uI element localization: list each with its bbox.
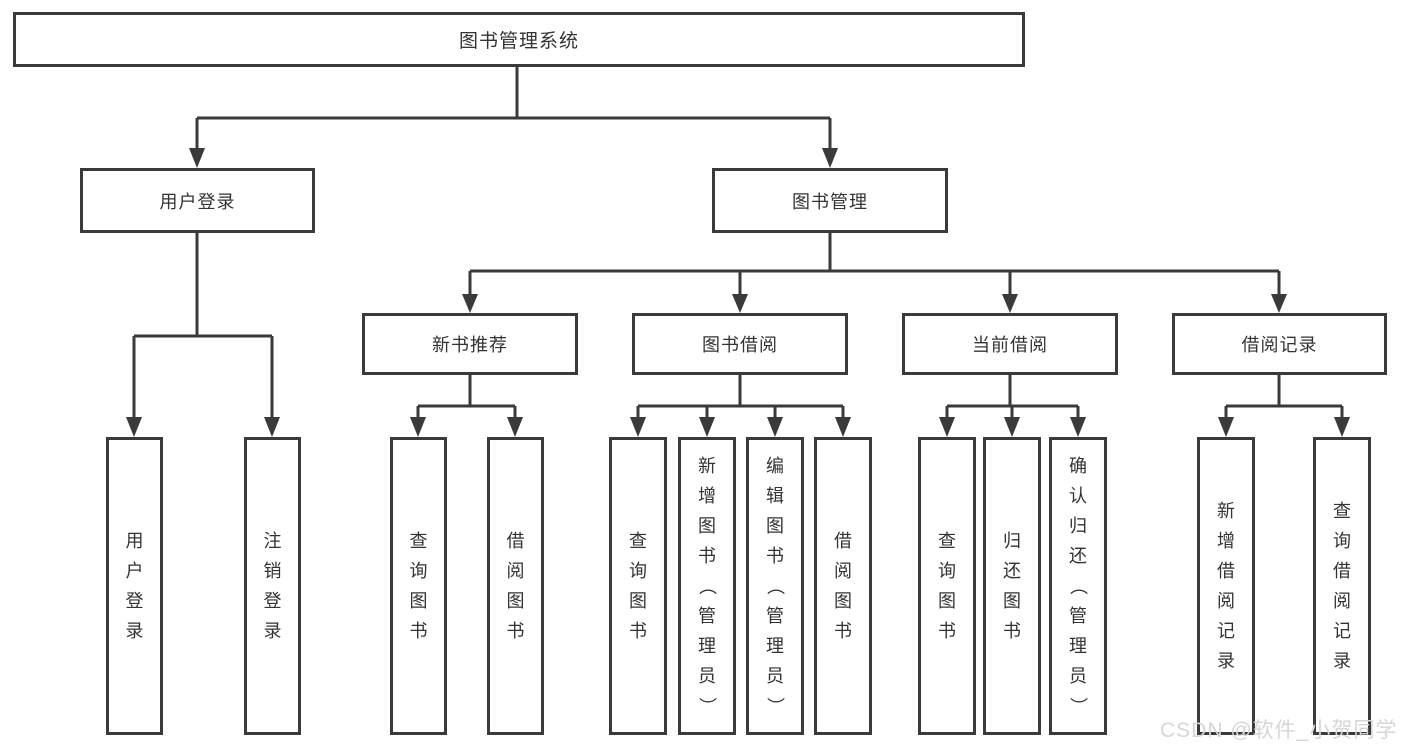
leaf-logout: 注销登录 — [244, 437, 301, 735]
arrow-down-icon — [1004, 417, 1020, 437]
arrow-down-icon — [1070, 417, 1086, 437]
leaf-label: 编辑图书（管理员） — [765, 456, 785, 715]
node-user-login: 用户登录 — [80, 168, 315, 233]
leaf-label: 注销登录 — [263, 531, 282, 641]
arrow-down-icon — [822, 148, 838, 168]
leaf-label: 用户登录 — [125, 531, 144, 641]
leaf-label: 查询图书 — [629, 531, 647, 641]
arrow-down-icon — [462, 294, 478, 313]
node-library-system: 图书管理系统 — [13, 12, 1025, 67]
leaf-user-login: 用户登录 — [106, 437, 163, 735]
leaf-add-borrow-record: 新增借阅记录 — [1197, 437, 1255, 735]
arrow-down-icon — [939, 417, 955, 437]
arrow-down-icon — [767, 417, 783, 437]
leaf-label: 归还图书 — [1003, 531, 1021, 641]
leaf-borrow-books: 借阅图书 — [814, 437, 872, 735]
arrow-down-icon — [835, 417, 851, 437]
arrow-down-icon — [189, 148, 205, 168]
node-current-borrowing: 当前借阅 — [902, 313, 1118, 375]
leaf-query-borrow-record: 查询借阅记录 — [1313, 437, 1371, 735]
leaf-label: 新增图书（管理员） — [697, 456, 717, 715]
leaf-label: 查询图书 — [409, 531, 428, 641]
leaf-confirm-return-admin: 确认归还（管理员） — [1049, 437, 1107, 735]
leaf-borrow-books-recommend: 借阅图书 — [487, 437, 544, 735]
leaf-query-books-recommend: 查询图书 — [390, 437, 447, 735]
leaf-label: 查询图书 — [938, 531, 956, 641]
node-borrowing-records: 借阅记录 — [1172, 313, 1387, 375]
node-new-book-recommendation: 新书推荐 — [362, 313, 578, 375]
arrow-down-icon — [699, 417, 715, 437]
node-book-borrowing: 图书借阅 — [632, 313, 848, 375]
leaf-return-books: 归还图书 — [983, 437, 1041, 735]
arrow-down-icon — [1218, 417, 1234, 437]
arrow-down-icon — [410, 417, 426, 437]
arrow-down-icon — [1271, 294, 1287, 313]
arrow-down-icon — [630, 417, 646, 437]
leaf-query-books-current: 查询图书 — [918, 437, 976, 735]
arrow-down-icon — [1002, 294, 1018, 313]
leaf-add-books-admin: 新增图书（管理员） — [678, 437, 736, 735]
leaf-edit-books-admin: 编辑图书（管理员） — [746, 437, 804, 735]
arrow-down-icon — [507, 417, 523, 437]
arrow-down-icon — [1334, 417, 1350, 437]
arrow-down-icon — [732, 294, 748, 313]
leaf-query-books-borrow: 查询图书 — [609, 437, 667, 735]
leaf-label: 新增借阅记录 — [1217, 501, 1235, 671]
watermark: CSDN @软件_小贺同学 — [1160, 719, 1398, 742]
leaf-label: 借阅图书 — [506, 531, 525, 641]
leaf-label: 查询借阅记录 — [1333, 501, 1351, 671]
arrow-down-icon — [126, 417, 142, 437]
arrow-down-icon — [264, 417, 280, 437]
node-book-management: 图书管理 — [712, 168, 948, 233]
leaf-label: 确认归还（管理员） — [1068, 456, 1088, 715]
leaf-label: 借阅图书 — [834, 531, 852, 641]
